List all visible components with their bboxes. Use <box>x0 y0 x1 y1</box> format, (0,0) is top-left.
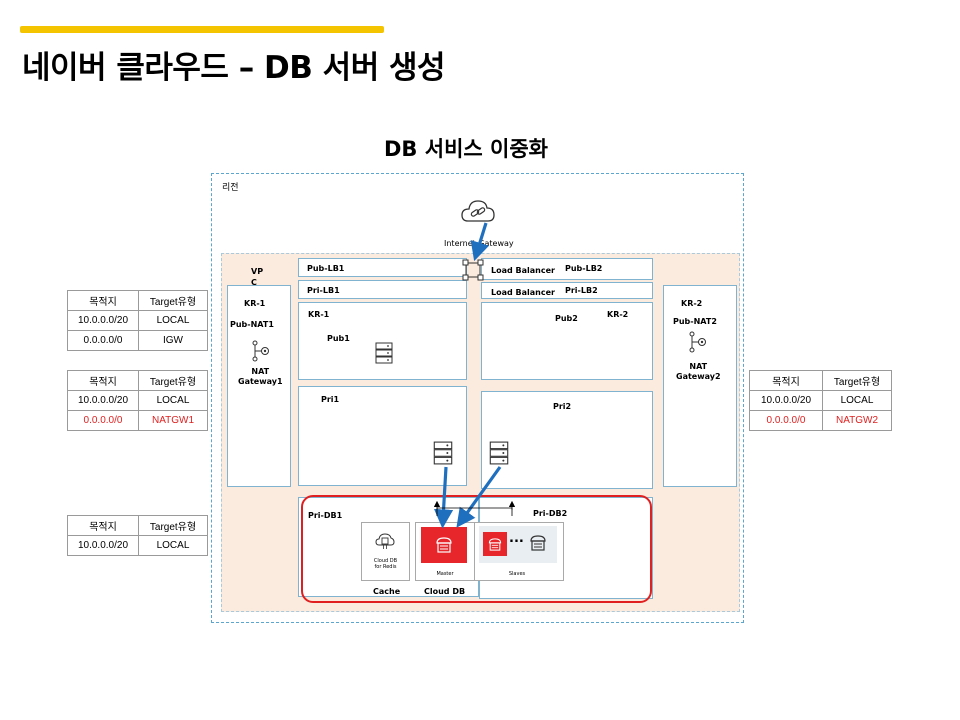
database-icon <box>436 537 452 553</box>
kr2-right-label: KR-2 <box>681 299 703 308</box>
cell: NATGW1 <box>138 410 208 431</box>
nat-gw1-label: NAT Gateway1 <box>238 367 283 386</box>
pub-nat1-label: Pub-NAT1 <box>230 320 274 329</box>
lb-label-1: Load Balancer <box>491 266 555 275</box>
master-label: Master <box>436 571 454 577</box>
master-db-tile <box>421 527 467 563</box>
cell: LOCAL <box>138 390 208 411</box>
header-destination: 목적지 <box>67 370 139 391</box>
pri1-subnet <box>298 386 467 486</box>
igw-label: Internet Gateway <box>444 239 514 248</box>
clouddb-label: Cloud DB <box>424 587 466 596</box>
page-title: 네이버 클라우드 – DB 서버 생성 <box>22 50 446 86</box>
header-target-type: Target유형 <box>138 370 208 391</box>
cell: LOCAL <box>138 310 208 331</box>
pub-nat2-label: Pub-NAT2 <box>673 317 717 326</box>
vpc-label: VP C <box>251 267 264 287</box>
pub-lb1-label: Pub-LB1 <box>307 264 345 273</box>
cell: LOCAL <box>822 390 892 411</box>
pub2-subnet <box>481 302 653 380</box>
accent-bar <box>20 26 384 33</box>
server-icon <box>489 441 509 465</box>
pub-lb2-box <box>481 258 653 280</box>
cell: NATGW2 <box>822 410 892 431</box>
server-icon <box>375 342 393 364</box>
redis-box <box>361 522 410 581</box>
header-destination: 목적지 <box>749 370 823 391</box>
header-target-type: Target유형 <box>138 515 208 536</box>
kr1-left-label: KR-1 <box>244 299 266 308</box>
pri-lb1-box <box>298 280 467 299</box>
pri-db1-label: Pri-DB1 <box>308 511 343 520</box>
region-label: 리전 <box>222 183 239 193</box>
pri-lb2-box <box>481 282 653 299</box>
pri2-label: Pri2 <box>553 402 572 411</box>
pri-lb1-label: Pri-LB1 <box>307 286 340 295</box>
kr2-main-label: KR-2 <box>607 310 629 319</box>
header-target-type: Target유형 <box>138 290 208 311</box>
pri1-label: Pri1 <box>321 395 340 404</box>
cell: IGW <box>138 330 208 351</box>
pri-db2-label: Pri-DB2 <box>533 509 568 518</box>
cell: 0.0.0.0/0 <box>67 410 139 431</box>
slave-db-tile <box>483 532 507 556</box>
cell: 10.0.0.0/20 <box>67 310 139 331</box>
header-destination: 목적지 <box>67 515 139 536</box>
cell: LOCAL <box>138 535 208 556</box>
pri-lb2-label: Pri-LB2 <box>565 286 598 295</box>
kr1-main-label: KR-1 <box>308 310 330 319</box>
kr2-nat-zone <box>663 285 737 487</box>
cell: 10.0.0.0/20 <box>67 535 139 556</box>
slaves-label: Slaves <box>508 571 526 577</box>
pub1-subnet <box>298 302 467 380</box>
load-balancer-icon <box>462 259 484 281</box>
slaves-ellipsis: ... <box>509 531 524 546</box>
pub-lb2-label: Pub-LB2 <box>565 264 603 273</box>
header-destination: 목적지 <box>67 290 139 311</box>
cell: 10.0.0.0/20 <box>67 390 139 411</box>
database-icon <box>488 537 502 551</box>
nat-gw2-label: NAT Gateway2 <box>676 362 721 381</box>
region-box <box>211 173 744 623</box>
cell: 10.0.0.0/20 <box>749 390 823 411</box>
pri2-subnet <box>481 391 653 489</box>
cell: 0.0.0.0/0 <box>67 330 139 351</box>
lb-label-2: Load Balancer <box>491 288 555 297</box>
nat-gateway-icon <box>689 331 706 353</box>
pub1-label: Pub1 <box>327 334 350 343</box>
database-icon <box>530 535 546 551</box>
pub2-label: Pub2 <box>555 314 578 323</box>
db-highlight-outline <box>301 495 652 603</box>
diagram-title: DB 서비스 이중화 <box>384 137 548 161</box>
server-icon <box>433 441 453 465</box>
kr1-nat-zone <box>227 285 291 487</box>
cache-label: Cache <box>373 587 401 596</box>
cloud-link-icon <box>461 200 495 222</box>
chip-icon <box>375 533 395 549</box>
nat-gateway-icon <box>252 340 269 362</box>
cell: 0.0.0.0/0 <box>749 410 823 431</box>
redis-label: Cloud DB for Redis <box>373 558 398 570</box>
header-target-type: Target유형 <box>822 370 892 391</box>
